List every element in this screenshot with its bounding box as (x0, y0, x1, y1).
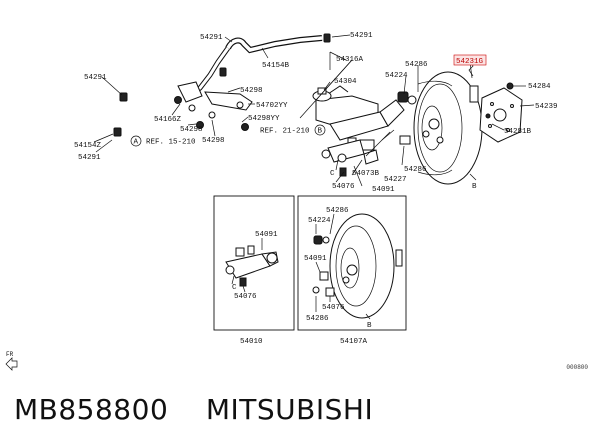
part-label: 54284 (528, 83, 551, 91)
part-label: 54298 (240, 87, 263, 95)
part-label: 54224 (385, 72, 408, 80)
master-cylinder: B REF. 21-210 (260, 85, 405, 177)
booster-kit-box (297, 195, 407, 331)
highlight-box (453, 54, 487, 66)
brake-booster (397, 59, 523, 185)
part-label: 54286 (405, 61, 428, 69)
part-label: 54291 (350, 32, 373, 40)
part-label: 54107A (340, 338, 368, 346)
part-label: 54286 (404, 166, 427, 174)
part-label: 54154B (262, 62, 290, 70)
part-label: 54239 (535, 103, 558, 111)
reference-label: REF. 21-210 (260, 128, 310, 136)
part-label: 54076 (332, 183, 355, 191)
leader-lines (401, 61, 535, 181)
part-label: B (472, 183, 477, 191)
part-label: 54091 (255, 231, 278, 239)
part-labels: 54291 54291 54154B 54316A 54286 54231G 5… (74, 32, 558, 346)
svg-text:A: A (134, 139, 139, 147)
part-label: 54298YY (248, 115, 280, 123)
part-label: 54304 (334, 78, 357, 86)
part-label: 54291 (84, 74, 107, 82)
part-caption: MB858800 MITSUBISHI (14, 393, 373, 426)
part-label: 54073B (352, 170, 380, 178)
master-cylinder-kit-box (213, 195, 295, 331)
svg-text:FR: FR (6, 351, 14, 358)
reference-marker-a (130, 135, 142, 147)
part-label: 54316A (336, 56, 364, 64)
reference-label: REF. 15-210 (146, 139, 196, 147)
diagram-code: 000800 (566, 364, 588, 371)
part-label: 54010 (240, 338, 263, 346)
leader-lines (299, 51, 395, 187)
part-label: 54286 (306, 315, 329, 323)
part-label: 54291 (200, 34, 223, 42)
part-label: B (367, 322, 372, 330)
part-label: 54166Z (154, 116, 182, 124)
part-label: 54224 (308, 217, 331, 225)
part-label-highlighted: 54231G (456, 58, 484, 66)
part-label: 54286 (326, 207, 349, 215)
reference-marker-b (314, 124, 326, 136)
part-label: 54091 (304, 255, 327, 263)
booster-kit (312, 213, 403, 320)
part-label: 54091 (372, 186, 395, 194)
master-cylinder-kit (225, 238, 279, 293)
part-label: 54076 (234, 293, 257, 301)
part-label: 54227 (384, 176, 407, 184)
front-direction-marker: FR (5, 351, 18, 371)
svg-text:B: B (318, 128, 323, 136)
hose-clamp (219, 67, 227, 77)
part-label: 54076 (322, 304, 345, 312)
part-label: 54298 (202, 137, 225, 145)
part-label: 54702YY (256, 102, 288, 110)
brand-name: MITSUBISHI (205, 393, 374, 426)
hose-clamp (323, 33, 331, 43)
leader-lines (93, 34, 351, 153)
part-label: C (330, 170, 335, 178)
part-label: C (232, 284, 237, 292)
part-label: 54298 (180, 126, 203, 134)
part-label: 54154Z (74, 142, 102, 150)
part-label: 54291 (78, 154, 101, 162)
hose-clamp (113, 127, 122, 137)
part-label: 54281B (504, 128, 532, 136)
part-number: MB858800 (14, 393, 169, 426)
